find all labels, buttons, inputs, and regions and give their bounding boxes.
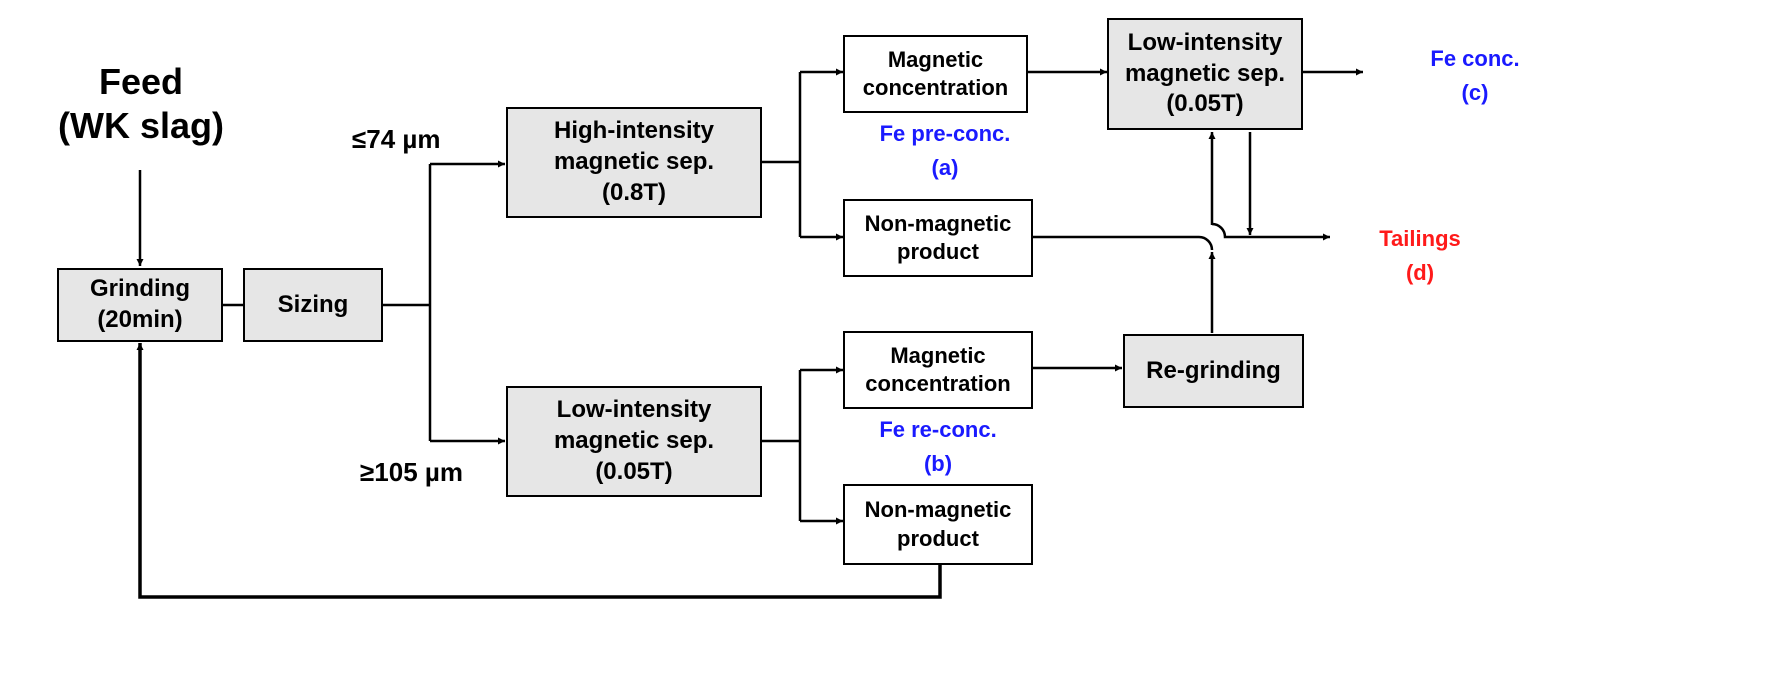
recycle-loop [136, 343, 942, 599]
grinding-box: Grinding (20min) [57, 268, 223, 342]
non-magnetic-product-top-box: Non-magnetic product [843, 199, 1033, 277]
tailings-label: Tailings (d) [1379, 226, 1461, 286]
non-magnetic-product-bottom-box: Non-magnetic product [843, 484, 1033, 565]
regrinding-box: Re-grinding [1123, 334, 1304, 408]
tailings-line [1033, 222, 1330, 251]
fe-conc-label: Fe conc. (c) [1430, 46, 1520, 106]
magnetic-concentration-top-box: Magnetic concentration [843, 35, 1028, 113]
high-intensity-separator-box: High-intensity magnetic sep. (0.8T) [506, 107, 762, 218]
fe-pre-conc-label: Fe pre-conc. (a) [879, 121, 1011, 181]
feed-label: Feed (WK slag) [36, 60, 246, 148]
coarse-fraction-label: ≥105 µm [360, 457, 463, 487]
feed-material: (WK slag) [58, 104, 224, 146]
final-low-intensity-separator-box: Low-intensity magnetic sep. (0.05T) [1107, 18, 1303, 130]
feed-title: Feed [98, 61, 184, 102]
fe-re-conc-label: Fe re-conc. (b) [879, 417, 997, 477]
fine-fraction-label: ≤74 µm [352, 124, 441, 154]
low-intensity-separator-box: Low-intensity magnetic sep. (0.05T) [506, 386, 762, 497]
sizing-box: Sizing [243, 268, 383, 342]
magnetic-concentration-bottom-box: Magnetic concentration [843, 331, 1033, 409]
